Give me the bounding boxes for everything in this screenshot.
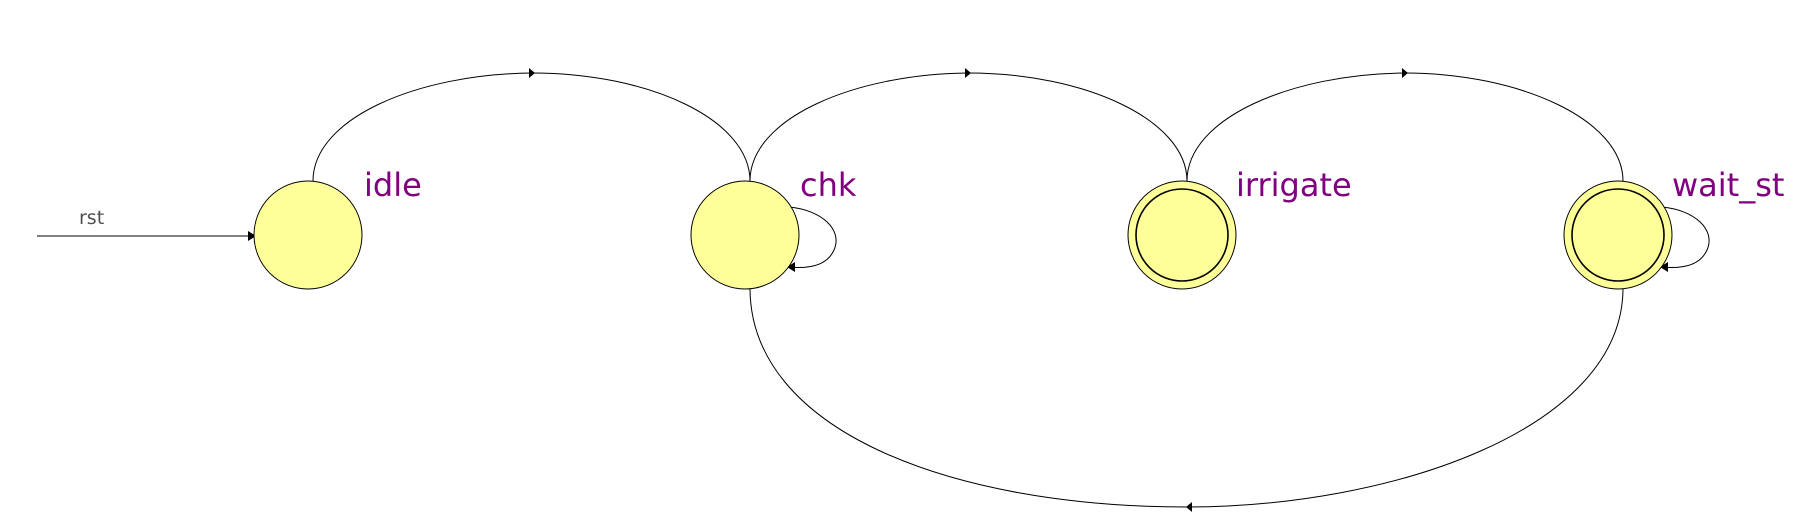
transition-wait-st-to-chk-path	[749, 287, 1624, 508]
state-wait-st[interactable]: wait_st	[1563, 166, 1784, 290]
transition-chk-to-irrigate	[749, 68, 1188, 182]
reset-arrow-head	[248, 231, 256, 241]
transition-irrigate-to-wait-st-path	[1186, 72, 1624, 182]
state-chk-circle	[690, 180, 800, 290]
state-idle[interactable]: idle	[253, 166, 422, 290]
transition-wait-st-self-loop	[1660, 206, 1710, 272]
reset-label: rst	[79, 207, 104, 229]
state-wait-st-outer-circle	[1563, 180, 1673, 290]
transition-wait-st-to-chk-arrowhead	[1186, 502, 1192, 512]
state-irrigate-label: irrigate	[1236, 166, 1352, 204]
transition-wait-st-self-loop-arrowhead	[1660, 262, 1668, 272]
state-idle-circle	[253, 180, 363, 290]
state-irrigate-outer-circle	[1127, 180, 1237, 290]
transition-chk-to-irrigate-path	[749, 72, 1188, 182]
transition-irrigate-to-wait-st-arrowhead	[1402, 68, 1408, 78]
state-chk-label: chk	[800, 166, 857, 204]
state-chk[interactable]: chk	[690, 166, 857, 290]
transition-wait-st-to-chk	[749, 287, 1624, 512]
transition-chk-self-loop-arrowhead	[787, 262, 795, 272]
state-irrigate[interactable]: irrigate	[1127, 166, 1352, 290]
transition-wait-st-self-loop-path	[1660, 206, 1710, 268]
state-wait-st-label: wait_st	[1672, 166, 1784, 204]
transition-idle-to-chk	[312, 68, 751, 182]
transition-chk-to-irrigate-arrowhead	[965, 68, 971, 78]
state-idle-label: idle	[364, 166, 422, 204]
reset-arrow	[37, 231, 256, 241]
transition-idle-to-chk-arrowhead	[529, 68, 535, 78]
state-irrigate-inner-circle	[1135, 188, 1229, 282]
transition-chk-self-loop-path	[787, 206, 837, 268]
transition-chk-self-loop	[787, 206, 837, 272]
transition-idle-to-chk-path	[312, 72, 751, 182]
state-wait-st-inner-circle	[1571, 188, 1665, 282]
transition-irrigate-to-wait-st	[1186, 68, 1624, 182]
